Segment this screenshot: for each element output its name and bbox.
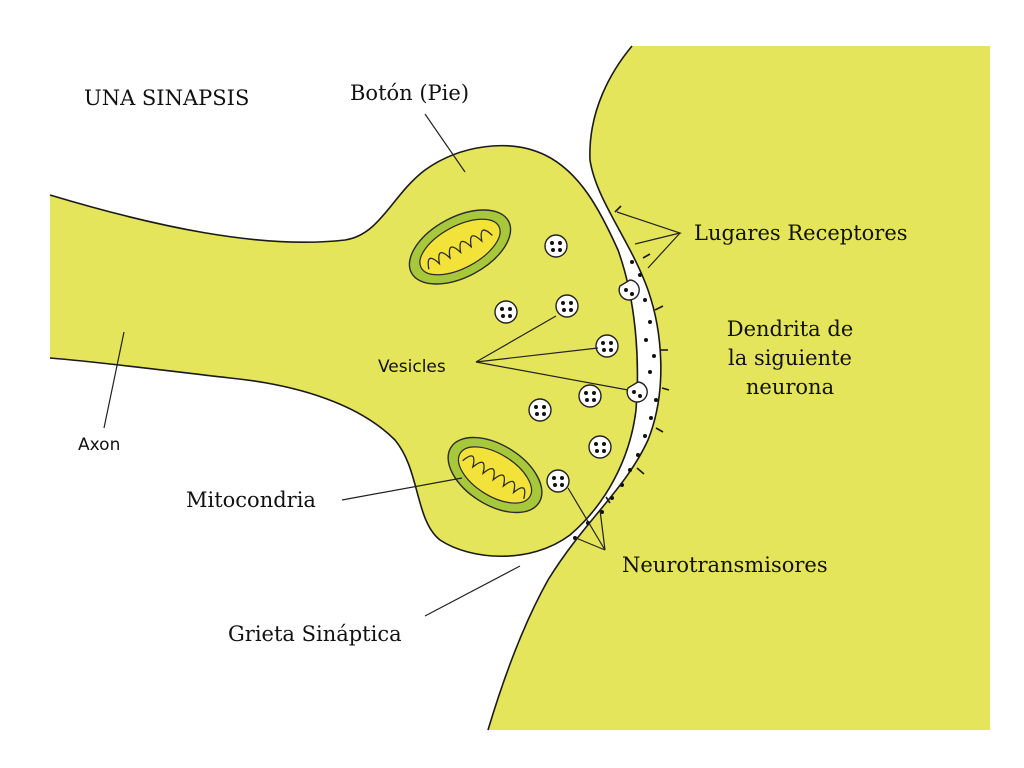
dendrita-label-line2: la siguiente [728, 346, 852, 370]
mitochondrion-upper [408, 209, 512, 285]
dendrite-body [488, 46, 990, 730]
receptores-pointer-2 [647, 232, 681, 269]
vesicle-fusing [626, 381, 648, 403]
vesicle [546, 469, 570, 493]
vesicle [528, 398, 552, 422]
vesicle [544, 234, 568, 258]
vesicles-label: Vesicles [378, 357, 446, 377]
mitochondrion-lower [447, 436, 543, 514]
vesicle [555, 294, 579, 318]
dendrita-label-line1: Dendrita de [727, 317, 854, 341]
neurotransmisores-pointer-2 [575, 537, 606, 551]
vesicles-pointer-2 [475, 347, 599, 363]
vesicle [588, 435, 612, 459]
neurotransmitter-dots [573, 260, 658, 540]
grieta-pointer [424, 565, 521, 617]
receptor-sites [605, 205, 670, 504]
dendrita-label-line3: neurona [746, 375, 834, 399]
mitocondria-label: Mitocondria [186, 488, 316, 512]
dendrite-membrane [487, 45, 662, 731]
diagram-title: UNA SINAPSIS [84, 86, 249, 110]
axon-label: Axon [78, 435, 120, 455]
receptores-label: Lugares Receptores [694, 221, 908, 245]
vesicles-pointer-3 [475, 361, 629, 391]
axon-terminal-body [50, 145, 638, 557]
vesicle [578, 384, 602, 408]
vesicle-fusing [618, 279, 640, 301]
vesicles-pointer-1 [475, 315, 557, 363]
vesicle [595, 334, 619, 358]
axon-terminal-membrane [49, 144, 639, 557]
boton-label: Botón (Pie) [350, 81, 469, 105]
axon-pointer [103, 331, 125, 429]
neurotransmisores-label: Neurotransmisores [622, 553, 828, 577]
mitocondria-pointer [341, 477, 463, 501]
grieta-label: Grieta Sináptica [228, 622, 402, 646]
vesicle [494, 300, 518, 324]
boton-pointer [424, 113, 466, 173]
